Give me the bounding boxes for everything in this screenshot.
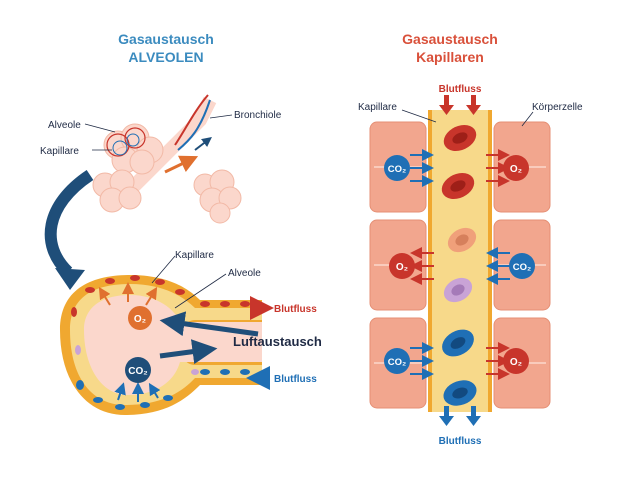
label-blutfluss-top: Blutfluss bbox=[439, 84, 482, 95]
right-title-line2: Kapillaren bbox=[416, 49, 484, 65]
blutfluss-top-arrows bbox=[439, 95, 481, 115]
row2-co2-arrows bbox=[486, 247, 510, 285]
co2-circle-left bbox=[125, 357, 151, 383]
o2-circle-r2 bbox=[389, 253, 415, 279]
zoom-arrow-head bbox=[55, 268, 85, 290]
left-title-line1: Gasaustausch bbox=[118, 31, 214, 47]
right-title-line1: Gasaustausch bbox=[402, 31, 498, 47]
label-bronchiole: Bronchiole bbox=[234, 110, 282, 121]
row1-o2-arrows bbox=[486, 149, 510, 187]
row3-o2-arrows bbox=[486, 342, 510, 380]
o2-circle-left bbox=[128, 306, 152, 330]
label-alveole-zoom: Alveole bbox=[228, 268, 261, 279]
co2-label-r3: CO₂ bbox=[388, 357, 406, 368]
co2-label-r1: CO₂ bbox=[388, 164, 406, 175]
rbc-top-row bbox=[71, 275, 250, 317]
co2-circle-r2 bbox=[509, 253, 535, 279]
co2-label-left: CO₂ bbox=[128, 366, 147, 377]
co2-arrows bbox=[114, 382, 161, 402]
zoom-arrow bbox=[44, 170, 94, 277]
o2-label-r3: O₂ bbox=[510, 357, 522, 368]
label-alveole-top: Alveole bbox=[48, 120, 81, 131]
rbc-bottom-row bbox=[76, 369, 250, 410]
o2-label-r1: O₂ bbox=[510, 164, 522, 175]
co2-circle-r3 bbox=[384, 348, 410, 374]
o2-label-r2: O₂ bbox=[396, 262, 408, 273]
co2-label-r2: CO₂ bbox=[513, 262, 531, 273]
label-kapillare-top: Kapillare bbox=[40, 146, 79, 157]
zoomed-alveolus bbox=[60, 275, 262, 415]
capillary-tube bbox=[428, 110, 492, 412]
o2-arrows bbox=[98, 282, 158, 306]
o2-circle-r1 bbox=[503, 155, 529, 181]
alveolar-cluster bbox=[92, 94, 242, 224]
label-kapillare-zoom: Kapillare bbox=[175, 250, 214, 261]
label-blutfluss-out: Blutfluss bbox=[274, 304, 317, 315]
label-blutfluss-in: Blutfluss bbox=[274, 374, 317, 385]
row3-co2-arrows bbox=[410, 342, 434, 380]
label-koerperzelle: Körperzelle bbox=[532, 102, 583, 113]
label-blutfluss-bottom: Blutfluss bbox=[439, 436, 482, 447]
label-luftaustausch: Luftaustausch bbox=[233, 334, 322, 349]
row1-co2-arrows bbox=[410, 149, 434, 187]
blutfluss-bottom-arrows bbox=[439, 406, 481, 426]
row2-o2-arrows bbox=[410, 247, 434, 285]
label-kapillare-right: Kapillare bbox=[358, 102, 397, 113]
air-out-arrow bbox=[159, 339, 218, 365]
o2-label-left: O₂ bbox=[134, 314, 146, 325]
o2-circle-r3 bbox=[503, 348, 529, 374]
left-title-line2: ALVEOLEN bbox=[128, 49, 203, 65]
co2-circle-r1 bbox=[384, 155, 410, 181]
air-in-arrow bbox=[159, 311, 259, 337]
